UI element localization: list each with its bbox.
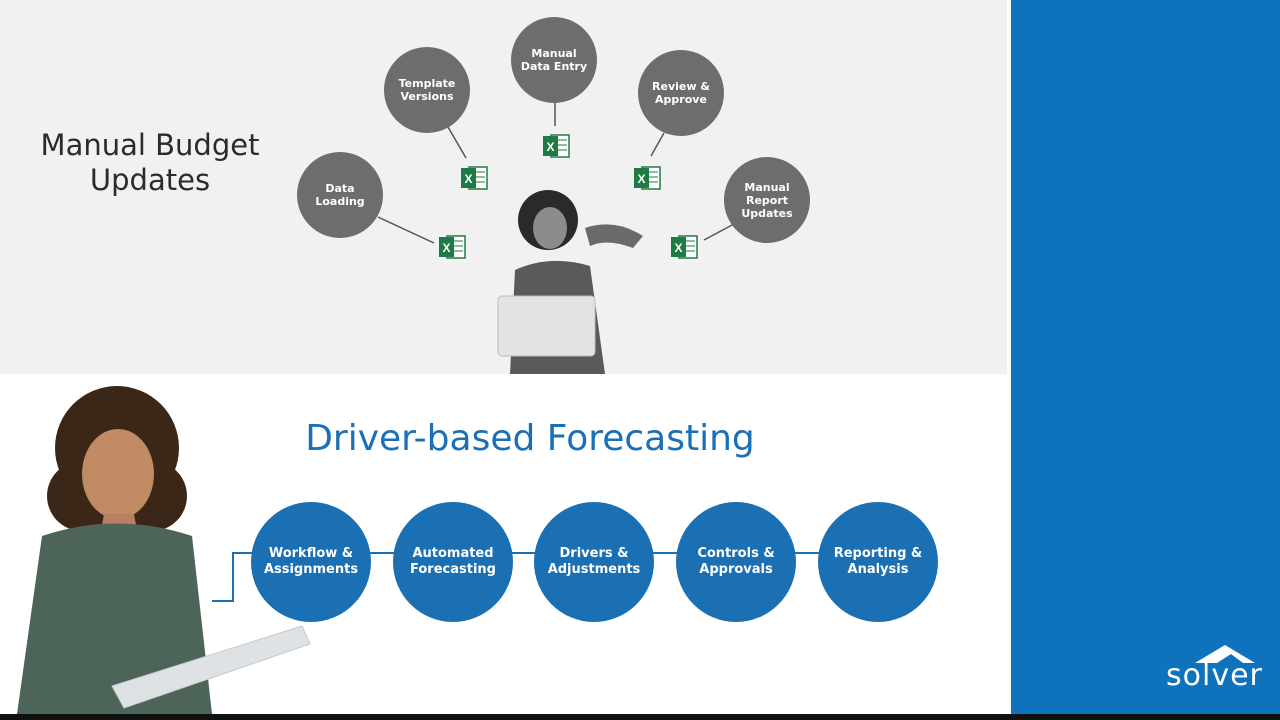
bubble-manual-data-entry: Manual Data Entry — [511, 17, 597, 103]
svg-text:X: X — [546, 140, 554, 154]
stressed-woman-figure — [497, 190, 643, 374]
step-drivers-adjustments: Drivers & Adjustments — [534, 502, 654, 622]
manual-budget-title: Manual Budget Updates — [40, 128, 260, 197]
driver-based-forecasting-heading: Driver-based Forecasting — [305, 418, 755, 459]
step-automated-forecasting: Automated Forecasting — [393, 502, 513, 622]
bubble-template-versions: Template Versions — [384, 47, 470, 133]
brand-panel — [1011, 0, 1280, 714]
svg-text:X: X — [464, 172, 472, 186]
excel-icon: X — [671, 235, 698, 259]
excel-icon: X — [634, 166, 661, 190]
bubble-connectors — [377, 103, 735, 244]
excel-icon: X — [461, 166, 488, 190]
step-controls-approvals: Controls & Approvals — [676, 502, 796, 622]
excel-icon: X — [439, 235, 466, 259]
solver-logo-text: solver — [1166, 658, 1263, 693]
bottom-bar — [0, 714, 1280, 720]
bubble-manual-report-updates: Manual Report Updates — [724, 157, 810, 243]
svg-text:X: X — [442, 241, 450, 255]
smiling-woman-figure — [17, 386, 311, 714]
excel-icon: X — [543, 134, 570, 158]
svg-text:X: X — [674, 241, 682, 255]
bubble-review-approve: Review & Approve — [638, 50, 724, 136]
svg-text:X: X — [637, 172, 645, 186]
step-workflow-assignments: Workflow & Assignments — [251, 502, 371, 622]
solver-logo-icon — [1195, 645, 1255, 663]
step-reporting-analysis: Reporting & Analysis — [818, 502, 938, 622]
bubble-data-loading: Data Loading — [297, 152, 383, 238]
